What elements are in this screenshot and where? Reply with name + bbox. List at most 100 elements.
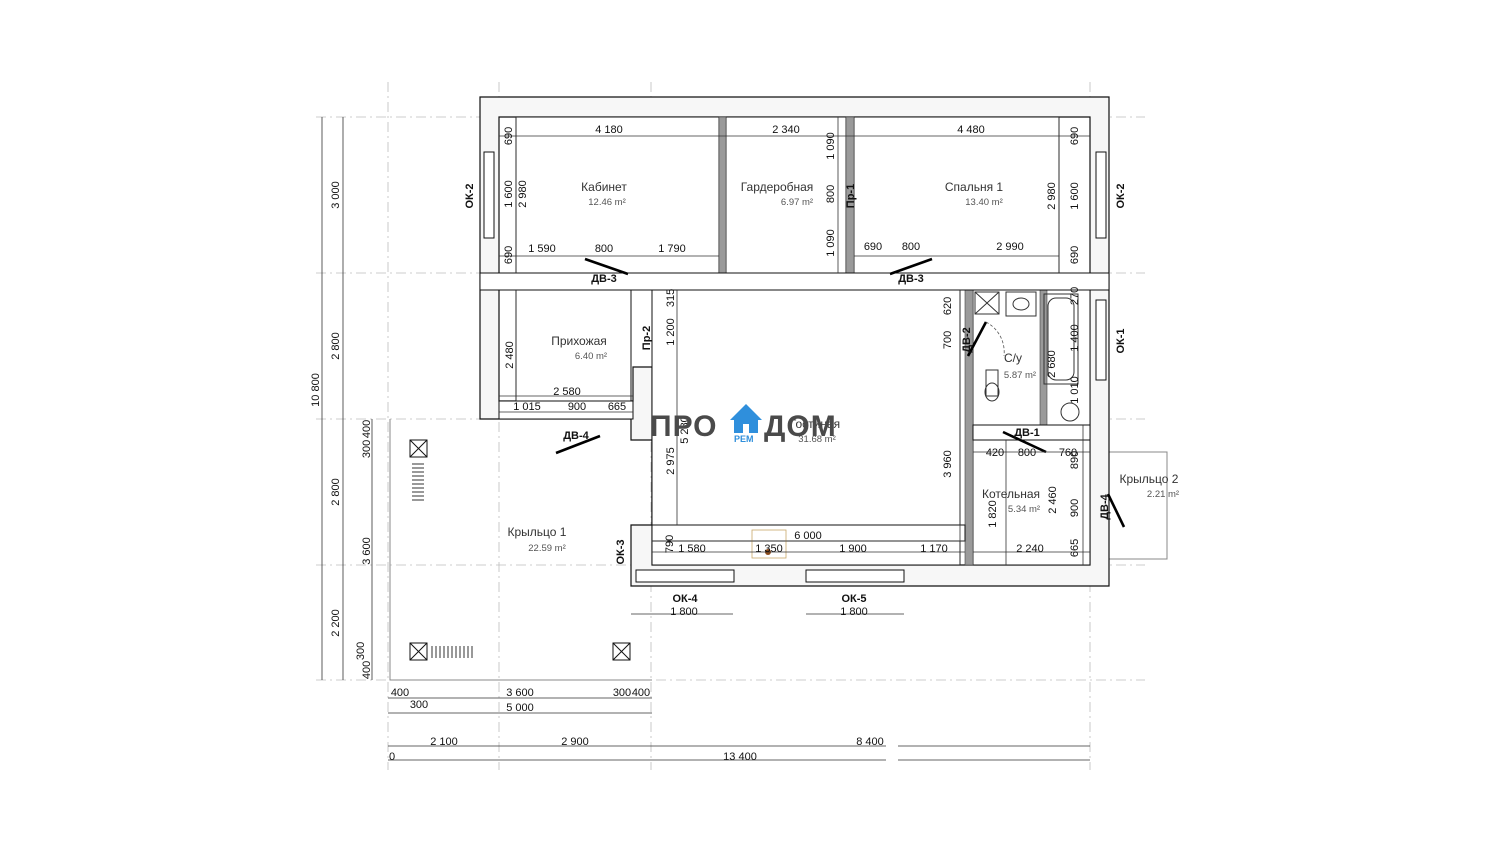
dim: 3 960 — [942, 450, 954, 478]
dim: 800 — [595, 243, 613, 255]
dim: 2 975 — [665, 447, 677, 475]
dim: 300 — [355, 642, 367, 660]
dim: 1 350 — [755, 543, 783, 555]
dim: 1 400 — [1069, 324, 1081, 352]
room-kabinet-name: Кабинет — [581, 180, 627, 194]
dimension-lines — [321, 117, 1090, 761]
room-prihozhaya-area: 6.40 m² — [575, 351, 607, 362]
dim: 400 — [361, 661, 373, 679]
dim: 300 — [613, 687, 631, 699]
dim: 2 680 — [1046, 350, 1058, 378]
dim: 4 180 — [595, 124, 623, 136]
dim: 2 800 — [330, 478, 342, 506]
tag-dv4-left: ДВ-4 — [563, 430, 589, 442]
dim: 620 — [942, 297, 954, 315]
logo-left: ПРО — [650, 410, 718, 443]
room-gostinaya-name: Гостиная — [790, 417, 840, 431]
room-labels: Кабинет 12.46 m² Гардеробная 6.97 m² Спа… — [508, 180, 1180, 554]
dim: 690 — [1069, 127, 1081, 145]
room-su-name: С/у — [1004, 351, 1022, 365]
dim: 10 800 — [310, 373, 322, 407]
dim: 1 600 — [503, 180, 515, 208]
porch-1-area — [389, 419, 652, 681]
dim: 800 — [1018, 447, 1036, 459]
windows — [483, 151, 1107, 583]
bathroom-fixtures — [974, 291, 1080, 422]
dim: 900 — [568, 401, 586, 413]
dim: 420 — [986, 447, 1004, 459]
tag-ok2-right: ОК-2 — [1115, 183, 1127, 208]
house-icon — [730, 404, 762, 433]
dim: 2 980 — [1046, 182, 1058, 210]
dim: 2 900 — [561, 736, 589, 748]
room-kabinet-area: 12.46 m² — [588, 197, 626, 208]
dim: 2 480 — [504, 341, 516, 369]
dim: 1 820 — [987, 500, 999, 528]
tag-dv4-right: ДВ-4 — [1099, 493, 1111, 519]
dim: 3 600 — [361, 537, 373, 565]
room-spalnya-area: 13.40 m² — [965, 197, 1003, 208]
room-su-area: 5.87 m² — [1004, 370, 1036, 381]
dim: 665 — [1069, 539, 1081, 557]
dim: 1 200 — [665, 318, 677, 346]
dim: 1 010 — [1069, 376, 1081, 404]
logo-right: ДОМ — [764, 410, 837, 443]
dim: 700 — [942, 331, 954, 349]
dim: 1 900 — [839, 543, 867, 555]
tag-dv2: ДВ-2 — [961, 327, 973, 353]
dim: 665 — [608, 401, 626, 413]
porch-rebar-icon — [412, 463, 473, 658]
dim: 690 — [864, 241, 882, 253]
dim: 900 — [1069, 499, 1081, 517]
dim: 8 400 — [856, 736, 884, 748]
dim: 1 800 — [840, 606, 868, 618]
dim: 2 100 — [430, 736, 458, 748]
dim: 1 090 — [825, 132, 837, 160]
rooms-fill — [515, 116, 1091, 566]
tag-ok5: ОК-5 — [841, 593, 866, 605]
dim: 6 000 — [794, 530, 822, 542]
dim: 0 — [389, 751, 395, 763]
dim: 1 590 — [528, 243, 556, 255]
dim: 5 280 — [679, 416, 691, 444]
dim: 1 170 — [920, 543, 948, 555]
dim: 800 — [825, 185, 837, 203]
dimension-texts: 4 180 2 340 4 480 690 1 600 2 980 690 1 … — [310, 124, 1081, 763]
room-garderob-name: Гардеробная — [741, 180, 814, 194]
tag-dv3-left: ДВ-3 — [591, 273, 617, 285]
room-garderob-area: 6.97 m² — [781, 197, 813, 208]
room-kryltso2-name: Крыльцо 2 — [1120, 472, 1179, 486]
tag-pr1: Пр-1 — [845, 184, 857, 208]
dim: 690 — [1069, 246, 1081, 264]
dim: 690 — [503, 127, 515, 145]
dim: 2 340 — [772, 124, 800, 136]
dim: 315 — [665, 289, 677, 307]
dim: 5 000 — [506, 702, 534, 714]
dim: 2 240 — [1016, 543, 1044, 555]
room-spalnya-name: Спальня 1 — [945, 180, 1004, 194]
dim: 1 790 — [658, 243, 686, 255]
room-kotelnaya-area: 5.34 m² — [1008, 504, 1040, 515]
tag-pr2: Пр-2 — [641, 326, 653, 350]
tag-dv1: ДВ-1 — [1014, 427, 1040, 439]
dim: 1 600 — [1069, 182, 1081, 210]
room-kryltso1-name: Крыльцо 1 — [508, 525, 567, 539]
dim: 3 600 — [506, 687, 534, 699]
dim: 2 980 — [517, 180, 529, 208]
dim: 1 580 — [678, 543, 706, 555]
dim: 790 — [664, 535, 676, 553]
dim: 2 990 — [996, 241, 1024, 253]
dim: 2 800 — [330, 332, 342, 360]
dim: 690 — [503, 246, 515, 264]
room-gostinaya-area: 31.68 m² — [798, 434, 836, 445]
room-kotelnaya-name: Котельная — [982, 487, 1040, 501]
dim: 3 000 — [330, 181, 342, 209]
dim: 4 480 — [957, 124, 985, 136]
dim: 400 — [391, 687, 409, 699]
dim: 1 015 — [513, 401, 541, 413]
dim: 890 — [1069, 451, 1081, 469]
room-prihozhaya-name: Прихожая — [551, 334, 607, 348]
dim: 760 — [1059, 447, 1077, 459]
dim: 400 — [632, 687, 650, 699]
